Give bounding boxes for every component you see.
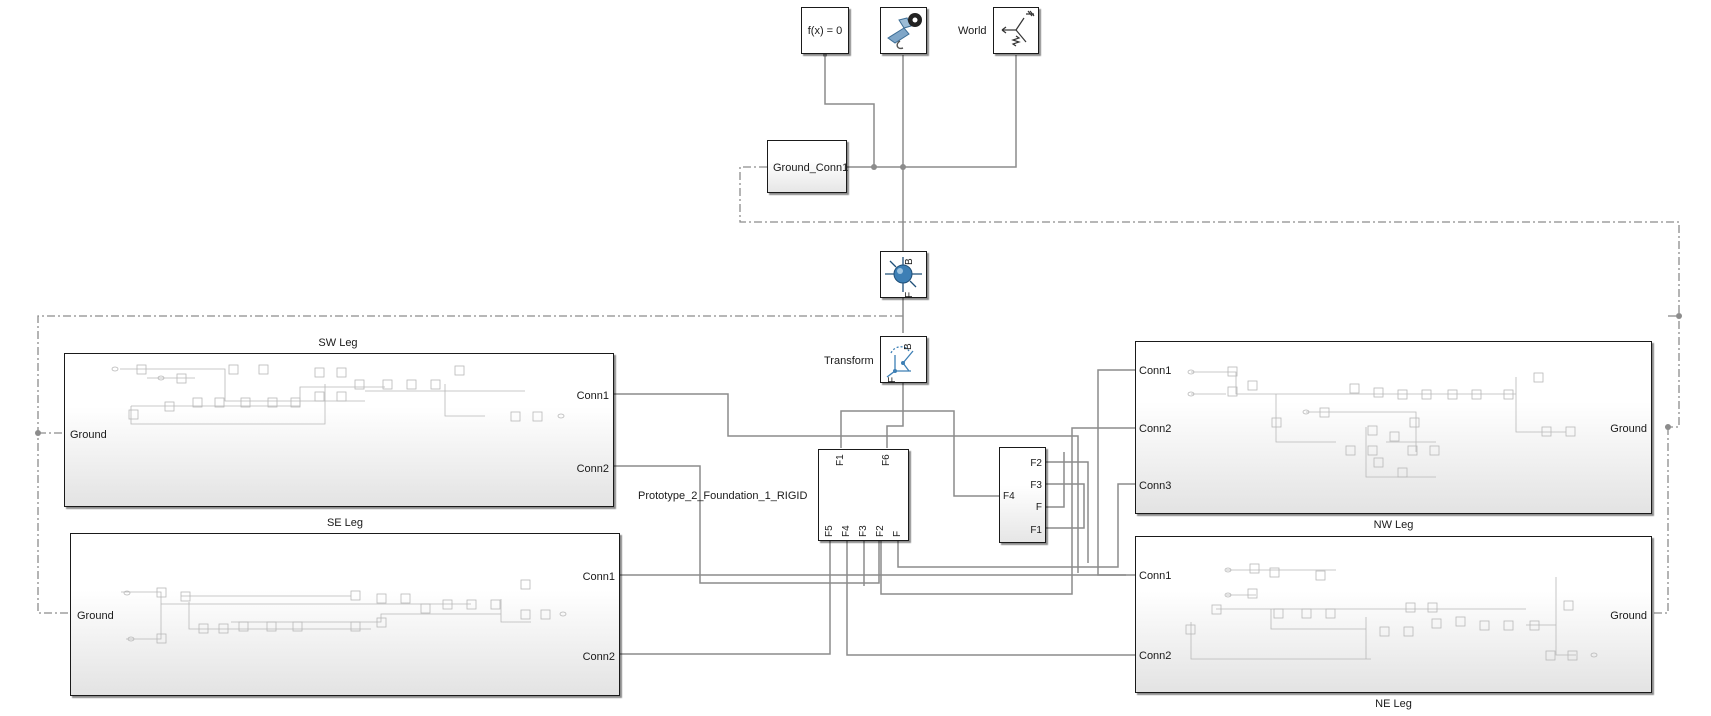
junction-dot (35, 430, 41, 436)
world-frame-icon (1001, 10, 1035, 47)
nw-leg-title: NW Leg (1373, 519, 1414, 531)
sw-leg-title: SW Leg (318, 337, 358, 349)
sw-leg-subsystem[interactable]: Ground Conn1 Conn2 (64, 353, 614, 507)
mechanism-configuration-icon (887, 13, 922, 50)
se-leg-preview (121, 579, 567, 644)
junction-dot (1676, 313, 1682, 319)
dashed-ground-line[interactable] (37, 315, 903, 614)
connection-line[interactable] (897, 483, 1135, 568)
se-leg-port-conn1: Conn1 (582, 571, 615, 583)
connection-line[interactable] (1046, 483, 1085, 529)
connection-line[interactable] (1097, 369, 1135, 576)
ne-leg-preview (1185, 563, 1598, 661)
foundation-label: Prototype_2_Foundation_1_RIGID (638, 490, 808, 502)
connection-line[interactable] (824, 55, 875, 167)
connection-lines (612, 55, 1135, 656)
sw-leg-port-conn1: Conn1 (576, 390, 609, 402)
rigid-transform-block[interactable]: B F (880, 336, 927, 383)
dashed-ground-line[interactable] (1654, 427, 1669, 614)
junction-dot (900, 164, 906, 170)
sw-leg-port-ground: Ground (70, 429, 107, 441)
ne-leg-title: NE Leg (1375, 698, 1412, 710)
junction-dots (35, 53, 1682, 436)
nw-leg-port-conn3: Conn3 (1139, 480, 1172, 492)
connection-line[interactable] (618, 541, 831, 655)
hub-port-f2: F2 (1030, 458, 1042, 469)
joint-port-f: F (904, 291, 915, 298)
junction-dot (871, 164, 877, 170)
ne-leg-port-conn2: Conn2 (1139, 650, 1172, 662)
nw-leg-preview (1187, 366, 1576, 478)
connection-line[interactable] (847, 55, 1017, 168)
nw-leg-port-conn2: Conn2 (1139, 423, 1172, 435)
hub-port-f1: F1 (1030, 525, 1042, 536)
joint-port-b: B (904, 258, 915, 265)
joint-block[interactable]: B F (880, 251, 927, 298)
ne-leg-port-conn1: Conn1 (1139, 570, 1172, 582)
mechanism-configuration-block[interactable] (880, 7, 927, 54)
connection-line[interactable] (880, 427, 1135, 595)
dashed-ground-line[interactable] (739, 166, 1680, 428)
nw-leg-port-ground: Ground (1610, 423, 1647, 435)
ne-leg-subsystem[interactable]: Conn1 Conn2 Ground (1135, 536, 1652, 693)
se-leg-port-ground: Ground (77, 610, 114, 622)
solver-configuration-block[interactable]: f(x) = 0 (801, 7, 849, 54)
ground-conn-label: Ground_Conn1 (773, 162, 849, 174)
nw-leg-port-conn1: Conn1 (1139, 365, 1172, 377)
transform-port-b: B (903, 343, 914, 350)
connection-line[interactable] (840, 410, 999, 497)
foundation-port-f6: F6 (881, 454, 892, 466)
hub-port-f3: F3 (1030, 480, 1042, 491)
ground-dashed-lines (37, 166, 1680, 614)
sw-leg-port-conn2: Conn2 (576, 463, 609, 475)
ground-conn-subsystem[interactable]: Ground_Conn1 (767, 140, 849, 193)
sw-leg-preview (111, 364, 565, 425)
rigid-transform-icon (886, 346, 914, 378)
foundation-block[interactable]: F1 F6 F5 F4 F3 F2 F (818, 449, 909, 541)
port-dot (823, 53, 827, 57)
transform-port-f: F (887, 376, 898, 383)
transform-label: Transform (824, 355, 874, 367)
connection-line[interactable] (1046, 452, 1065, 508)
foundation-port-f3: F3 (858, 525, 869, 537)
ne-leg-port-ground: Ground (1610, 610, 1647, 622)
nw-leg-subsystem[interactable]: Conn1 Conn2 Conn3 Ground (1135, 341, 1652, 514)
connection-line[interactable] (846, 541, 1135, 656)
se-leg-subsystem[interactable]: Ground Conn1 Conn2 (70, 533, 620, 696)
foundation-port-f1: F1 (835, 454, 846, 466)
junction-dot (1665, 424, 1671, 430)
foundation-port-f2: F2 (875, 525, 886, 537)
frame-hub-subsystem[interactable]: F4 F2 F3 F F1 (999, 447, 1046, 543)
connection-line[interactable] (886, 383, 904, 448)
foundation-port-f: F (892, 530, 903, 537)
six-dof-joint-icon (885, 257, 922, 292)
connection-line[interactable] (612, 465, 880, 584)
connection-line[interactable] (1046, 461, 1089, 563)
se-leg-port-conn2: Conn2 (582, 651, 615, 663)
foundation-port-f5: F5 (824, 525, 835, 537)
solver-label: f(x) = 0 (807, 25, 843, 37)
world-frame-block[interactable] (993, 7, 1039, 54)
foundation-port-f4: F4 (841, 525, 852, 537)
se-leg-title: SE Leg (326, 517, 364, 529)
hub-port-f4: F4 (1003, 491, 1015, 502)
world-label: World (958, 25, 987, 37)
hub-port-f: F (1035, 502, 1042, 513)
connection-line[interactable] (612, 393, 1079, 573)
